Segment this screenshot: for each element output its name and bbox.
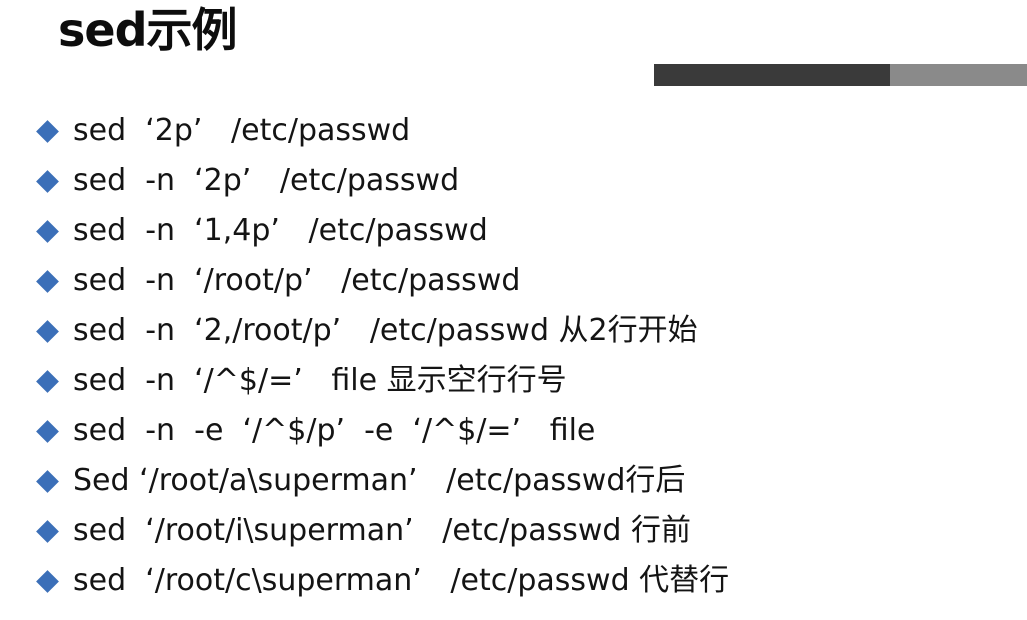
bullet-list: sed ‘2p’ /etc/passwd sed -n ‘2p’ /etc/pa… xyxy=(36,106,730,606)
diamond-bullet-icon xyxy=(36,519,59,543)
bullet-text: sed -n ‘2,/root/p’ /etc/passwd 从2行开始 xyxy=(73,313,698,348)
bullet-item: sed ‘/root/i\superman’ /etc/passwd 行前 xyxy=(36,506,729,556)
diamond-bullet-icon xyxy=(36,319,59,343)
bullet-item: sed -n ‘1,4p’ /etc/passwd xyxy=(36,206,729,256)
accent-bar xyxy=(654,64,1027,86)
bullet-text: sed -n ‘1,4p’ /etc/passwd xyxy=(73,213,488,248)
bullet-text: sed ‘2p’ /etc/passwd xyxy=(73,113,411,148)
diamond-bullet-icon xyxy=(36,169,59,193)
bullet-text: sed -n ‘/^$/=’ file 显示空行行号 xyxy=(73,363,567,398)
diamond-bullet-icon xyxy=(36,119,59,143)
bullet-item: sed -n ‘/^$/=’ file 显示空行行号 xyxy=(36,356,729,406)
bullet-item: sed -n -e ‘/^$/p’ -e ‘/^$/=’ file xyxy=(36,406,729,456)
bullet-item: sed ‘/root/c\superman’ /etc/passwd 代替行 xyxy=(36,556,730,606)
diamond-bullet-icon xyxy=(36,219,59,243)
bullet-text: Sed ‘/root/a\superman’ /etc/passwd行后 xyxy=(73,463,686,498)
bullet-text: sed -n ‘/root/p’ /etc/passwd xyxy=(73,263,521,298)
diamond-bullet-icon xyxy=(36,369,59,393)
bullet-text: sed ‘/root/i\superman’ /etc/passwd 行前 xyxy=(73,513,691,548)
bullet-text: sed -n -e ‘/^$/p’ -e ‘/^$/=’ file xyxy=(73,413,596,448)
diamond-bullet-icon xyxy=(36,469,59,493)
diamond-bullet-icon xyxy=(36,269,59,293)
accent-bar-dark-segment xyxy=(654,64,890,86)
slide-title: sed示例 xyxy=(58,3,238,57)
bullet-item: Sed ‘/root/a\superman’ /etc/passwd行后 xyxy=(36,456,729,506)
bullet-item: sed -n ‘2p’ /etc/passwd xyxy=(36,156,729,206)
accent-bar-light-segment xyxy=(890,64,1027,86)
bullet-text: sed -n ‘2p’ /etc/passwd xyxy=(73,163,460,198)
bullet-item: sed -n ‘/root/p’ /etc/passwd xyxy=(36,256,729,306)
bullet-item: sed ‘2p’ /etc/passwd xyxy=(36,106,729,156)
diamond-bullet-icon xyxy=(36,569,59,593)
bullet-item: sed -n ‘2,/root/p’ /etc/passwd 从2行开始 xyxy=(36,306,729,356)
diamond-bullet-icon xyxy=(36,419,59,443)
bullet-text: sed ‘/root/c\superman’ /etc/passwd 代替行 xyxy=(73,563,730,598)
